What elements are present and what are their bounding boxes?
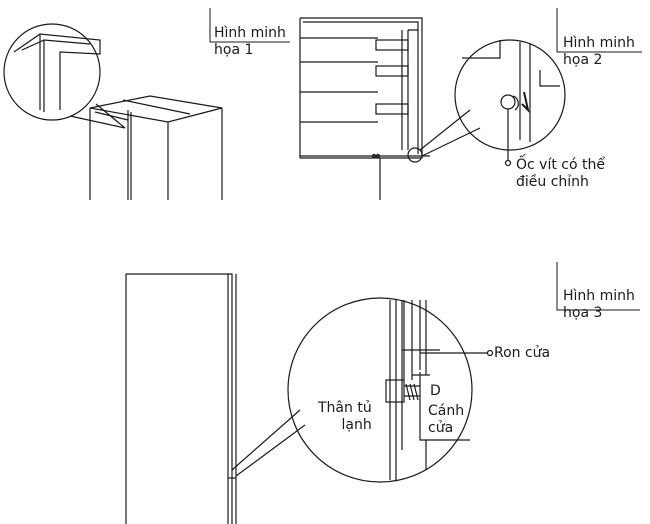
adjustable-screw-label: Ốc vít có thể điều chỉnh [516,157,605,191]
figure-2-title: Hình minh họa 2 [563,35,635,69]
door-label-line1: Cánh [428,403,465,419]
figure-3-title-line1: Hình minh [563,288,635,304]
cabinet-body-label-line1: Thân tủ [318,400,372,416]
door-label-line2: cửa [428,420,454,436]
figure-1-fridge-top [3,8,290,200]
figure-1-title-line1: Hình minh [214,25,286,41]
figure-1-title: Hình minh họa 1 [214,25,286,59]
figure-3-title: Hình minh họa 3 [563,288,635,322]
marker-d-label: D [430,383,441,399]
door-gasket-label: Ron cửa [494,345,551,361]
cabinet-body-label-line2: lạnh [341,417,372,433]
figure-2-title-line1: Hình minh [563,35,635,51]
figure-1-title-line2: họa 1 [214,42,254,58]
door-label: Cánh cửa [428,403,464,437]
cabinet-body-label: Thân tủ lạnh [318,400,372,434]
figure-3-door-seal [125,262,640,524]
figure-2-title-line2: họa 2 [563,52,603,68]
adjustable-screw-label-line1: Ốc vít có thể [516,157,605,173]
adjustable-screw-label-line2: điều chỉnh [516,174,589,190]
figure-3-title-line2: họa 3 [563,305,603,321]
figure-2-door-interior [299,8,642,200]
